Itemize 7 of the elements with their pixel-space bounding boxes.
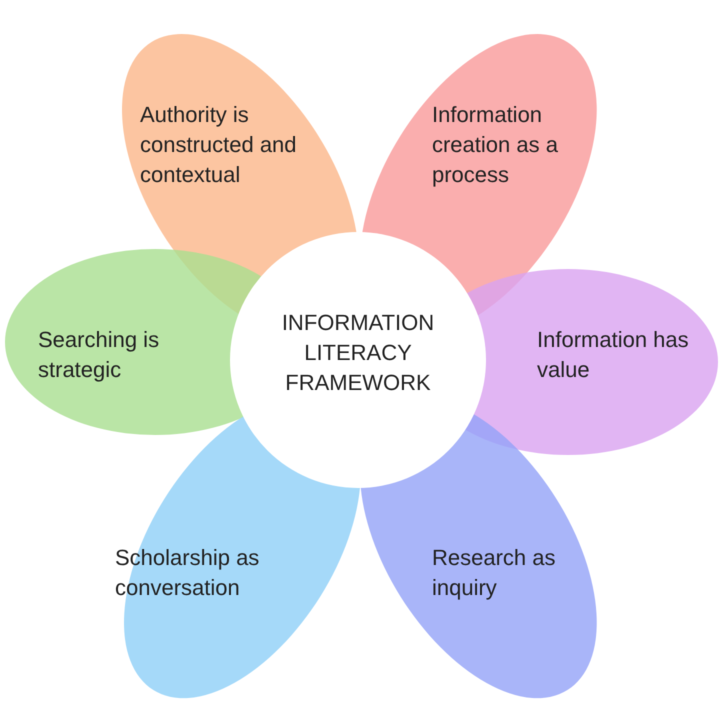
petal-label: Authority is constructed and contextual — [140, 100, 298, 189]
petal-label: Information creation as a process — [432, 100, 559, 189]
petal-label: Information has value — [537, 326, 690, 384]
center-title: INFORMATION LITERACY FRAMEWORK — [280, 309, 436, 397]
petal-label: Scholarship as conversation — [115, 544, 260, 602]
petal-label: Research as inquiry — [432, 544, 556, 602]
petal-label: Searching is strategic — [38, 326, 160, 384]
